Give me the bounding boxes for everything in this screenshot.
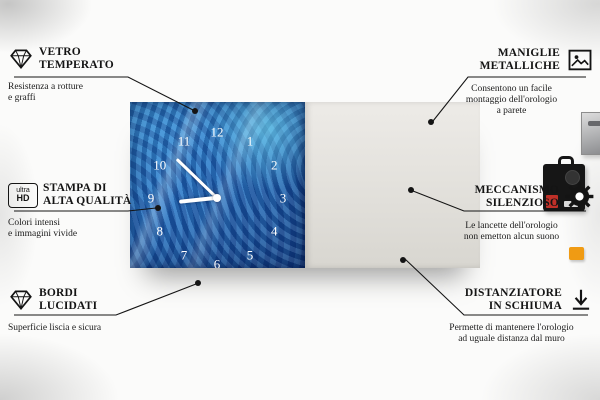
callout-subtitle: Superficie liscia e sicura (8, 323, 102, 333)
ultra-hd-icon: ultra HD (8, 182, 38, 208)
clock-number-2: 2 (270, 157, 278, 173)
callout-subtitle: Resistenza a rotture e graffi (8, 82, 83, 103)
arrow-down-icon (568, 287, 594, 313)
callout-subtitle: Le lancette dell'orologio non emetton al… (463, 221, 560, 242)
diamond-icon (8, 46, 34, 72)
callout-subtitle: Permette di mantenere l'orologio ad ugua… (449, 323, 574, 344)
clock-number-10: 10 (153, 157, 167, 173)
gear-icon (565, 182, 594, 211)
clock-number-12: 12 (210, 124, 224, 140)
clock-number-6: 6 (213, 256, 221, 269)
callout-metal-handles: MANIGLIE METALLICHE Consentono un facile… (429, 46, 594, 117)
callout-title: STAMPA DI ALTA QUALITÀ (43, 182, 132, 207)
metal-hanger-plate (581, 112, 600, 155)
mechanism-hook (558, 156, 574, 167)
callout-tempered-glass: VETRO TEMPERATO Resistenza a rotture e g… (8, 46, 136, 104)
picture-frame-icon (566, 46, 594, 74)
clock-back-panel (305, 102, 600, 268)
callout-print-quality: ultra HD STAMPA DI ALTA QUALITÀ Colori i… (8, 182, 136, 240)
clock-number-4: 4 (270, 223, 278, 239)
callout-title: VETRO TEMPERATO (39, 46, 114, 71)
clock-number-1: 1 (246, 133, 254, 149)
diamond-icon (8, 287, 34, 313)
callout-subtitle: Consentono un facile montaggio dell'orol… (465, 84, 558, 116)
clock-number-7: 7 (180, 247, 188, 263)
mechanism-wheel (565, 170, 580, 185)
callout-title: DISTANZIATORE IN SCHIUMA (464, 287, 562, 312)
hanger-slot (588, 121, 600, 126)
connector-dot (195, 280, 201, 286)
callout-title: MECCANISMO SILENZIOSO (474, 183, 559, 209)
clock-number-8: 8 (156, 223, 164, 239)
clock-number-9: 9 (147, 190, 155, 206)
callout-silent-mechanism: MECCANISMO SILENZIOSO Le lancette del (429, 182, 594, 243)
callout-foam-spacer: DISTANZIATORE IN SCHIUMA Permette di man… (429, 287, 594, 345)
callout-title: MANIGLIE METALLICHE (479, 47, 560, 72)
clock-number-11: 11 (177, 133, 191, 149)
callout-title: BORDI LUCIDATI (39, 287, 98, 312)
clock-center-cap (213, 194, 221, 202)
callout-polished-edges: BORDI LUCIDATI Superficie liscia e sicur… (8, 287, 136, 334)
clock-number-3: 3 (279, 190, 287, 206)
foam-spacer (569, 247, 584, 260)
clock-number-5: 5 (246, 247, 254, 263)
callout-subtitle: Colori intensi e immagini vivide (8, 218, 78, 239)
